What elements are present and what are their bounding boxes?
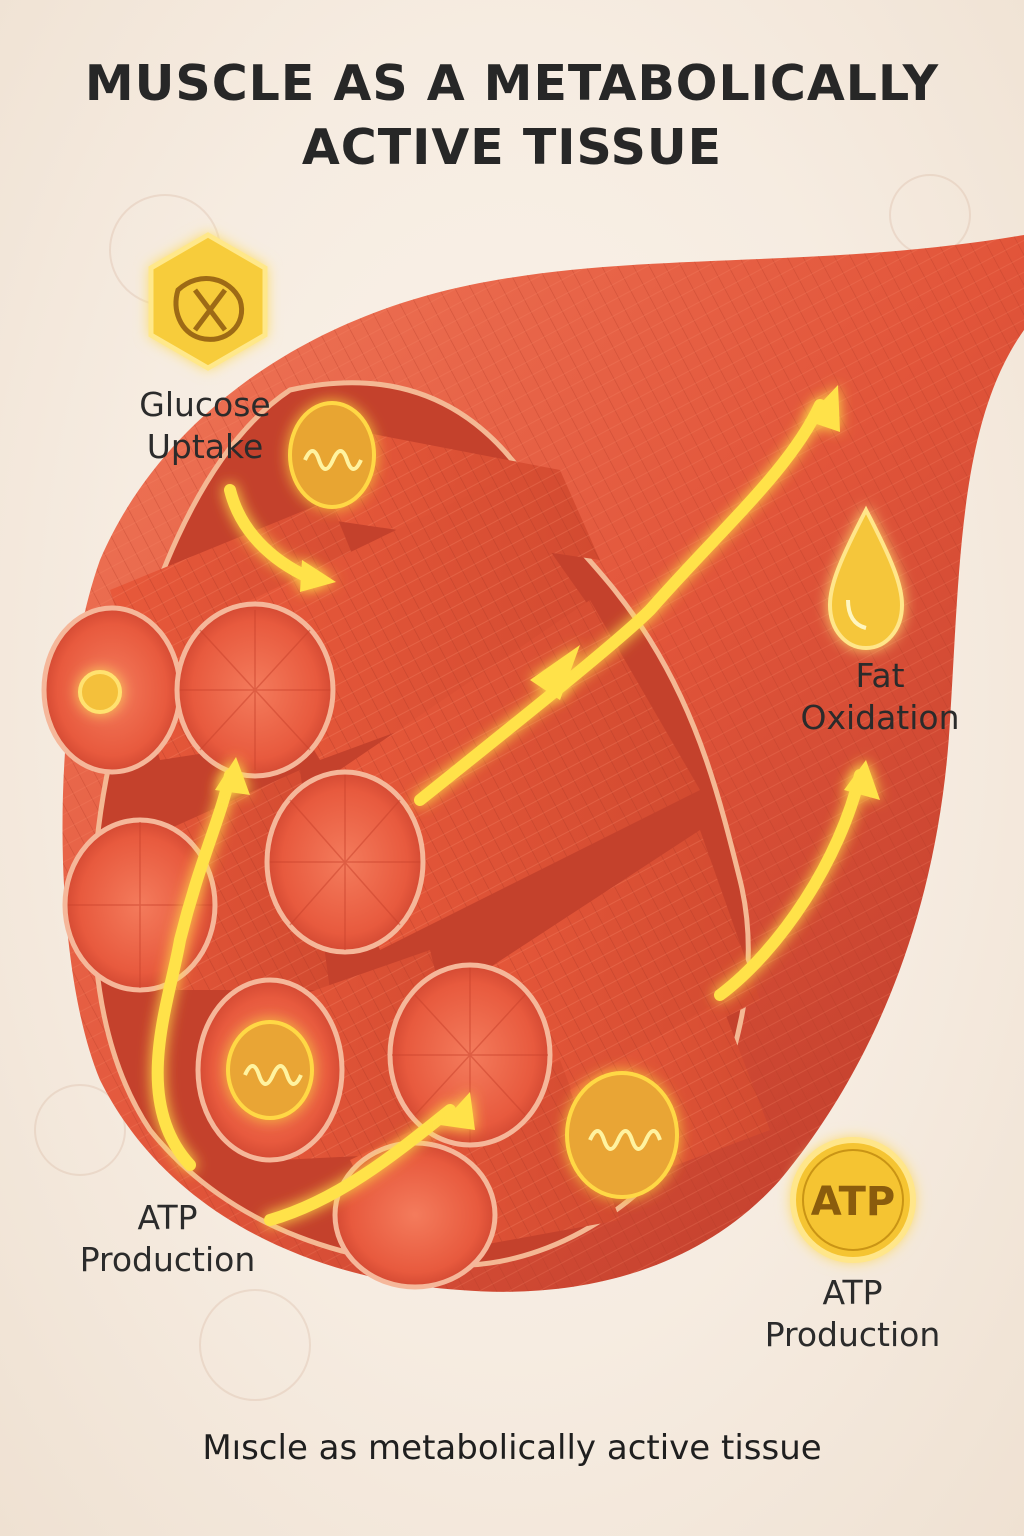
atp-badge-icon: ATP	[790, 1137, 916, 1263]
arrow-left-upward	[151, 769, 236, 1171]
glucose-uptake-line-1: Glucose	[139, 385, 271, 424]
atp-production-right-line-2: Production	[764, 1315, 941, 1354]
glucose-uptake-line-2: Uptake	[146, 427, 264, 466]
title-line-2: ACTIVE TISSUE	[301, 119, 723, 176]
fat-oxidation-line-1: Fat	[855, 656, 905, 695]
label-glucose-uptake: Glucose Uptake	[120, 384, 290, 468]
caption: Mıscle as metabolically active tissue	[202, 1428, 822, 1468]
label-atp-production-right: ATP Production	[745, 1272, 960, 1356]
hexagon-glucose-icon	[148, 232, 268, 371]
arrow-main-diagonal	[414, 399, 826, 806]
mitochondria	[78, 401, 679, 1199]
label-fat-oxidation: Fat Oxidation	[785, 655, 975, 739]
arrowheads	[215, 385, 880, 1130]
arrow-bottom-right	[264, 1104, 456, 1226]
page-title: MUSCLE AS A METABOLICALLY ACTIVE TISSUE	[0, 52, 1024, 180]
atp-badge-text: ATP	[811, 1179, 895, 1225]
atp-production-left-line-1: ATP	[137, 1198, 198, 1237]
arrow-fat-oxidation	[714, 769, 866, 1001]
arrow-glucose-in	[224, 484, 316, 584]
metabolic-flow-arrows	[151, 399, 866, 1226]
atp-production-left-line-2: Production	[79, 1240, 256, 1279]
atp-production-right-line-1: ATP	[822, 1273, 883, 1312]
fat-droplet-icon	[827, 505, 905, 651]
title-line-1: MUSCLE AS A METABOLICALLY	[84, 55, 940, 112]
fat-oxidation-line-2: Oxidation	[800, 698, 960, 737]
label-atp-production-left: ATP Production	[60, 1197, 275, 1281]
cross-section-texture	[68, 610, 548, 1142]
